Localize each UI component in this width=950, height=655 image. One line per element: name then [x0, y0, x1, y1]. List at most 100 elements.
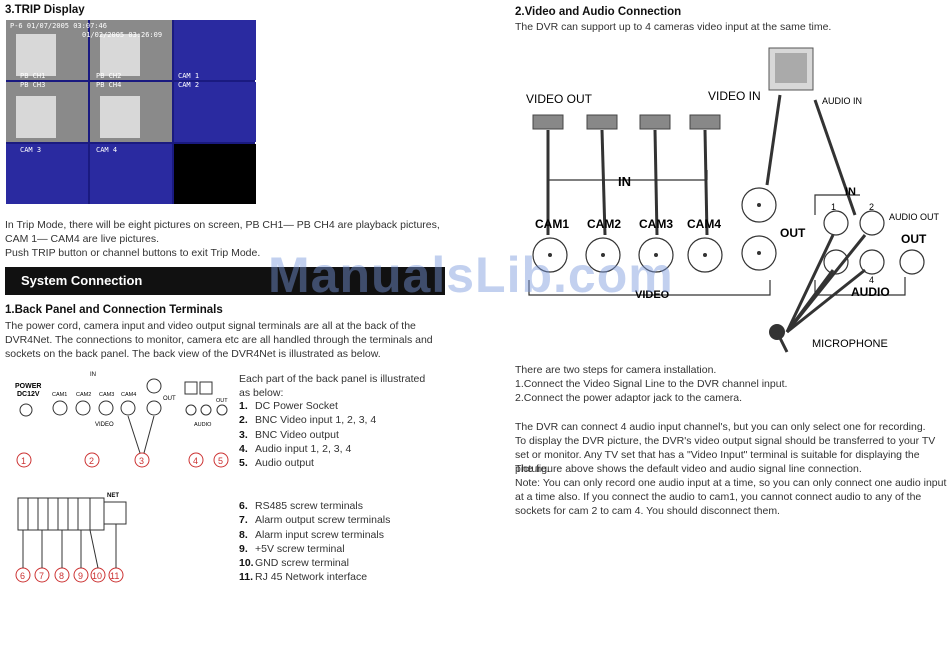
video-audio-heading: 2.Video and Audio Connection [515, 6, 682, 18]
steps-title: There are two steps for camera installat… [515, 364, 717, 376]
list-item: 4.Audio input 1, 2, 3, 4 [239, 442, 352, 455]
trip-cell [90, 144, 172, 204]
callout-number: 9 [78, 571, 83, 581]
list-item: 9.+5V screw terminal [239, 542, 345, 555]
trip-label: PB CH4 [96, 81, 122, 89]
back-panel-diagram: POWER DC12V IN CAM1 CAM2 CAM3 CAM4 OUT V… [15, 372, 229, 468]
camera-icon [689, 114, 721, 130]
audio-label: AUDIO [851, 285, 890, 299]
camera-icon [639, 114, 671, 130]
bnc-out [146, 400, 162, 416]
video-out-label: VIDEO OUT [526, 92, 593, 106]
panel-list-a: 1.DC Power Socket 2.BNC Video input 1, 2… [239, 399, 376, 470]
callout-number: 5 [218, 456, 223, 466]
cam-label: CAM1 [535, 217, 569, 231]
callout-number: 11 [110, 571, 119, 581]
callout-number: 10 [92, 571, 102, 581]
audio-out-socket [216, 404, 228, 416]
list-item: 5.Audio output [239, 457, 314, 470]
cam-label: CAM4 [687, 217, 721, 231]
cam-label: CAM3 [99, 392, 114, 398]
para-3: The figure above shows the default video… [515, 463, 862, 475]
bnc-out [741, 187, 777, 223]
terminal-diagram: NET 6 7 8 9 10 11 [15, 493, 127, 583]
panel-intro: Each part of the back panel is illustrat… [239, 373, 426, 399]
list-item: 10.GND screw terminal [239, 557, 349, 570]
audio-in-label: AUDIO IN [822, 96, 862, 106]
trip-label: CAM 4 [96, 146, 118, 154]
para-1: The DVR can connect 4 audio input channe… [515, 421, 926, 433]
trip-label: CAM 1 [178, 72, 200, 80]
audio-out-label: OUT [216, 398, 228, 404]
video-audio-intro: The DVR can support up to 4 cameras vide… [515, 21, 832, 33]
para-4: Note: You can only record one audio inpu… [515, 477, 947, 517]
cam-label: CAM3 [639, 217, 673, 231]
leader-line [127, 415, 141, 454]
scene-shape [100, 34, 140, 76]
trip-text-2: Push TRIP button or channel buttons to e… [5, 247, 261, 259]
callout-number: 8 [59, 571, 64, 581]
in-label: IN [90, 372, 96, 378]
trip-screen: P-6 01/07/2005 03:07:46 01/02/2005 03:26… [6, 20, 256, 204]
callout-number: 6 [20, 571, 25, 581]
audio-out-label-2: OUT [901, 232, 927, 246]
power-label: POWER [15, 383, 41, 390]
bnc-out [741, 235, 777, 271]
trip-heading: 3.TRIP Display [5, 4, 85, 16]
bnc-socket [98, 400, 114, 416]
video-label: VIDEO [635, 289, 670, 301]
step-1: 1.Connect the Video Signal Line to the D… [515, 378, 788, 390]
video-label: VIDEO [95, 422, 114, 428]
dc-label: DC12V [17, 391, 40, 398]
leader-line [143, 415, 155, 454]
cam-label: CAM1 [52, 392, 67, 398]
trip-label: PB CH1 [20, 72, 46, 80]
trip-label: CAM 2 [178, 81, 200, 89]
trip-cell [174, 144, 256, 204]
callout-number: 3 [139, 456, 144, 466]
audio-out-socket [899, 249, 925, 275]
back-panel-heading: 1.Back Panel and Connection Terminals [5, 304, 223, 316]
audio-socket [200, 404, 212, 416]
audio-num: 2 [869, 202, 874, 212]
cam-label: CAM4 [121, 392, 136, 398]
bnc-socket [75, 400, 91, 416]
bnc-out [146, 378, 162, 394]
list-item: 2.BNC Video input 1, 2, 3, 4 [239, 414, 377, 427]
tv-screen [775, 53, 807, 83]
list-item: 6.RS485 screw terminals [239, 500, 363, 512]
dc-socket [19, 403, 33, 417]
cam-label: CAM2 [76, 392, 91, 398]
section-title: System Connection [5, 267, 445, 295]
in-label: IN [618, 174, 631, 189]
trip-overlay-2: 01/02/2005 03:26:09 [82, 31, 163, 39]
bnc-socket [120, 400, 136, 416]
callout-number: 7 [39, 571, 44, 581]
connection-diagram: VIDEO OUT VIDEO IN AUDIO IN IN CAM1 CAM2… [526, 47, 940, 353]
trip-cell [174, 82, 256, 142]
list-item: 8.Alarm input screw terminals [239, 528, 384, 541]
camera-icon [532, 114, 564, 130]
audio-in-group-label: IN [845, 186, 856, 198]
callout-number: 1 [21, 456, 26, 466]
list-item: 11.RJ 45 Network interface [239, 571, 368, 584]
scene-shape [100, 96, 140, 138]
bnc-socket [532, 237, 568, 273]
audio-socket [199, 381, 213, 395]
audio-socket [823, 210, 849, 236]
rj45-socket [103, 501, 127, 525]
audio-socket [184, 381, 198, 395]
panel-list-b: 6.RS485 screw terminals 7.Alarm output s… [239, 499, 390, 585]
bnc-socket [687, 237, 723, 273]
audio-label: AUDIO [194, 422, 212, 428]
audio-out-label: AUDIO OUT [889, 212, 940, 222]
audio-socket [859, 210, 885, 236]
net-label: NET [107, 493, 119, 499]
microphone-label: MICROPHONE [812, 338, 888, 350]
trip-cell [174, 20, 256, 80]
audio-num: 4 [869, 275, 874, 285]
trip-label: PB CH2 [96, 72, 122, 80]
trip-label: CAM 3 [20, 146, 42, 154]
audio-socket [859, 249, 885, 275]
camera-icon [586, 114, 618, 130]
